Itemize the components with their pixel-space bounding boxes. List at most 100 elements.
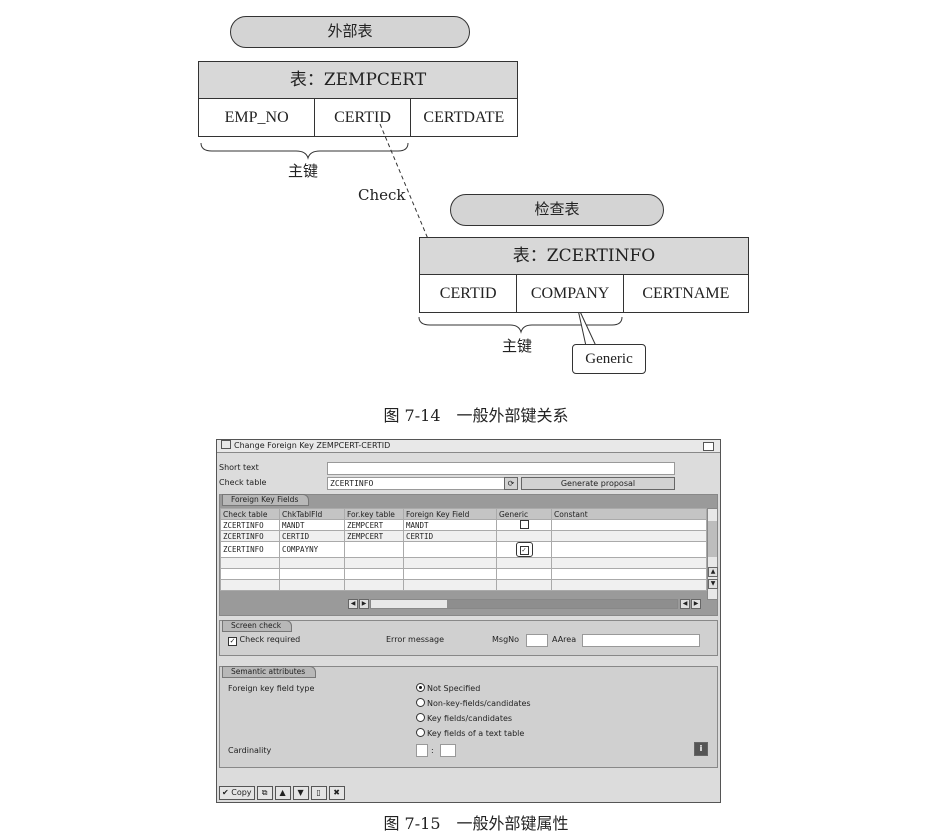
cardinality-label: Cardinality — [228, 746, 272, 755]
cardinality-left-input[interactable] — [416, 744, 428, 757]
grid-cell[interactable]: ZCERTINFO — [220, 519, 280, 531]
fk-field-type-label: Foreign key field type — [228, 684, 315, 693]
foreign-key-grid: Check table ChkTablFld For.key table For… — [220, 508, 707, 591]
figure-caption-2: 图 7-15 一般外部键属性 — [383, 814, 569, 833]
grid-cell[interactable]: ZEMPCERT — [344, 530, 404, 542]
vertical-scrollbar[interactable] — [707, 508, 718, 600]
table-row[interactable] — [220, 579, 707, 591]
grid-cell[interactable]: CERTID — [279, 530, 345, 542]
radio[interactable] — [416, 728, 425, 737]
scroll-up-icon[interactable]: ▲ — [708, 567, 718, 577]
generic-checkbox[interactable] — [519, 520, 529, 529]
cancel-icon[interactable]: ✖ — [328, 786, 345, 800]
grid-cell[interactable]: MANDT — [403, 519, 497, 531]
zempcert-col: CERTDATE — [423, 108, 505, 126]
cardinality-separator: : — [431, 746, 434, 755]
grid-cell[interactable] — [551, 519, 707, 531]
semantic-attributes-section: Semantic attributes Foreign key field ty… — [219, 666, 718, 768]
grid-cell[interactable]: MANDT — [279, 519, 345, 531]
short-text-input[interactable] — [327, 462, 675, 475]
bottom-toolbar: ✔ Copy ⧉ ▲ ▼ ▯ ✖ — [219, 786, 345, 800]
table-row[interactable]: ZCERTINFO MANDT ZEMPCERT MANDT — [220, 519, 707, 531]
table-row[interactable] — [220, 557, 707, 569]
grid-header: Foreign Key Field — [403, 508, 497, 520]
zcertinfo-col: COMPANY — [517, 275, 624, 312]
grid-cell[interactable]: ZCERTINFO — [220, 541, 280, 558]
arrow-down-icon[interactable]: ▼ — [292, 786, 309, 800]
generic-highlight: ✓ — [515, 542, 533, 557]
check-table-input[interactable]: ZCERTINFO — [327, 477, 506, 490]
grid-header: ChkTablFld — [279, 508, 345, 520]
close-icon[interactable] — [703, 442, 714, 451]
grid-header: Check table — [220, 508, 280, 520]
zempcert-col: CERTID — [315, 99, 411, 136]
primary-key-brace-1 — [200, 142, 409, 160]
scroll-left-icon[interactable]: ◀ — [680, 599, 690, 609]
grid-cell[interactable]: CERTID — [403, 530, 497, 542]
table-row[interactable]: ZCERTINFO CERTID ZEMPCERT CERTID — [220, 530, 707, 542]
window-title: Change Foreign Key ZEMPCERT-CERTID — [234, 441, 391, 450]
option-text-table-key-fields[interactable]: Key fields of a text table — [416, 728, 524, 740]
table-zempcert-title: 表：ZEMPCERT — [199, 62, 517, 99]
horizontal-scrollbar[interactable] — [370, 599, 678, 609]
detail-icon[interactable]: ⧉ — [256, 786, 273, 800]
primary-key-label-1: 主键 — [288, 162, 319, 180]
error-message-label: Error message — [386, 635, 444, 644]
info-icon[interactable]: i — [694, 742, 708, 756]
table-row[interactable] — [220, 568, 707, 580]
zcertinfo-col: CERTID — [420, 275, 518, 312]
scroll-left-icon[interactable]: ◀ — [348, 599, 358, 609]
grid-cell[interactable]: ZCERTINFO — [220, 530, 280, 542]
option-non-key-fields[interactable]: Non-key-fields/candidates — [416, 698, 531, 710]
generic-cell[interactable]: ✓ — [496, 541, 552, 558]
aarea-label: AArea — [552, 635, 577, 644]
scroll-thumb[interactable] — [708, 521, 717, 557]
cardinality-right-input[interactable] — [440, 744, 456, 757]
grid-header: Generic — [496, 508, 552, 520]
generic-cell[interactable] — [496, 530, 552, 542]
window-icon — [221, 440, 231, 449]
msgno-label: MsgNo — [492, 635, 520, 644]
radio[interactable] — [416, 698, 425, 707]
primary-key-brace-2 — [418, 316, 623, 334]
primary-key-label-2: 主键 — [502, 337, 533, 355]
check-required-option[interactable]: ✓ Check required — [228, 634, 300, 646]
hscroll-thumb[interactable] — [447, 600, 677, 608]
grid-cell[interactable]: ZEMPCERT — [344, 519, 404, 531]
grid-cell[interactable]: COMPAYNY — [279, 541, 345, 558]
radio-selected[interactable] — [416, 683, 425, 692]
zcertinfo-col: CERTNAME — [642, 284, 730, 302]
table-zempcert: 表：ZEMPCERT EMP_NO CERTID CERTDATE — [198, 61, 518, 137]
refresh-icon[interactable]: ⟳ — [504, 477, 518, 490]
check-table-label: Check table — [219, 478, 267, 487]
generic-callout: Generic — [572, 344, 646, 374]
grid-cell[interactable] — [551, 541, 707, 558]
table-row[interactable]: ZCERTINFO COMPAYNY ✓ — [220, 541, 707, 558]
foreign-key-fields-tab: Foreign Key Fields — [222, 494, 310, 506]
radio[interactable] — [416, 713, 425, 722]
scroll-right-icon[interactable]: ▶ — [359, 599, 369, 609]
figure-caption-1: 图 7-14 一般外部键关系 — [383, 406, 569, 425]
table-zcertinfo: 表：ZCERTINFO CERTID COMPANY CERTNAME — [419, 237, 749, 313]
option-not-specified[interactable]: Not Specified — [416, 683, 480, 695]
scroll-down-icon[interactable]: ▼ — [708, 579, 718, 589]
short-text-label: Short text — [219, 463, 259, 472]
copy-button[interactable]: ✔ Copy — [219, 786, 255, 800]
grid-cell[interactable] — [344, 541, 404, 558]
semantic-attributes-tab: Semantic attributes — [222, 666, 317, 678]
option-key-fields[interactable]: Key fields/candidates — [416, 713, 512, 725]
window-title-bar: Change Foreign Key ZEMPCERT-CERTID — [217, 440, 720, 453]
generic-cell[interactable] — [496, 519, 552, 531]
generate-proposal-button[interactable]: Generate proposal — [521, 477, 675, 490]
generic-checkbox-checked[interactable]: ✓ — [519, 546, 529, 555]
check-table-pill: 检查表 — [450, 194, 664, 226]
zempcert-col: EMP_NO — [199, 99, 316, 136]
scroll-right-icon[interactable]: ▶ — [691, 599, 701, 609]
delete-icon[interactable]: ▯ — [310, 786, 327, 800]
check-required-checkbox[interactable]: ✓ — [228, 637, 237, 646]
arrow-up-icon[interactable]: ▲ — [274, 786, 291, 800]
grid-cell[interactable] — [551, 530, 707, 542]
aarea-input[interactable] — [582, 634, 700, 647]
msgno-input[interactable] — [526, 634, 548, 647]
grid-cell[interactable] — [403, 541, 497, 558]
